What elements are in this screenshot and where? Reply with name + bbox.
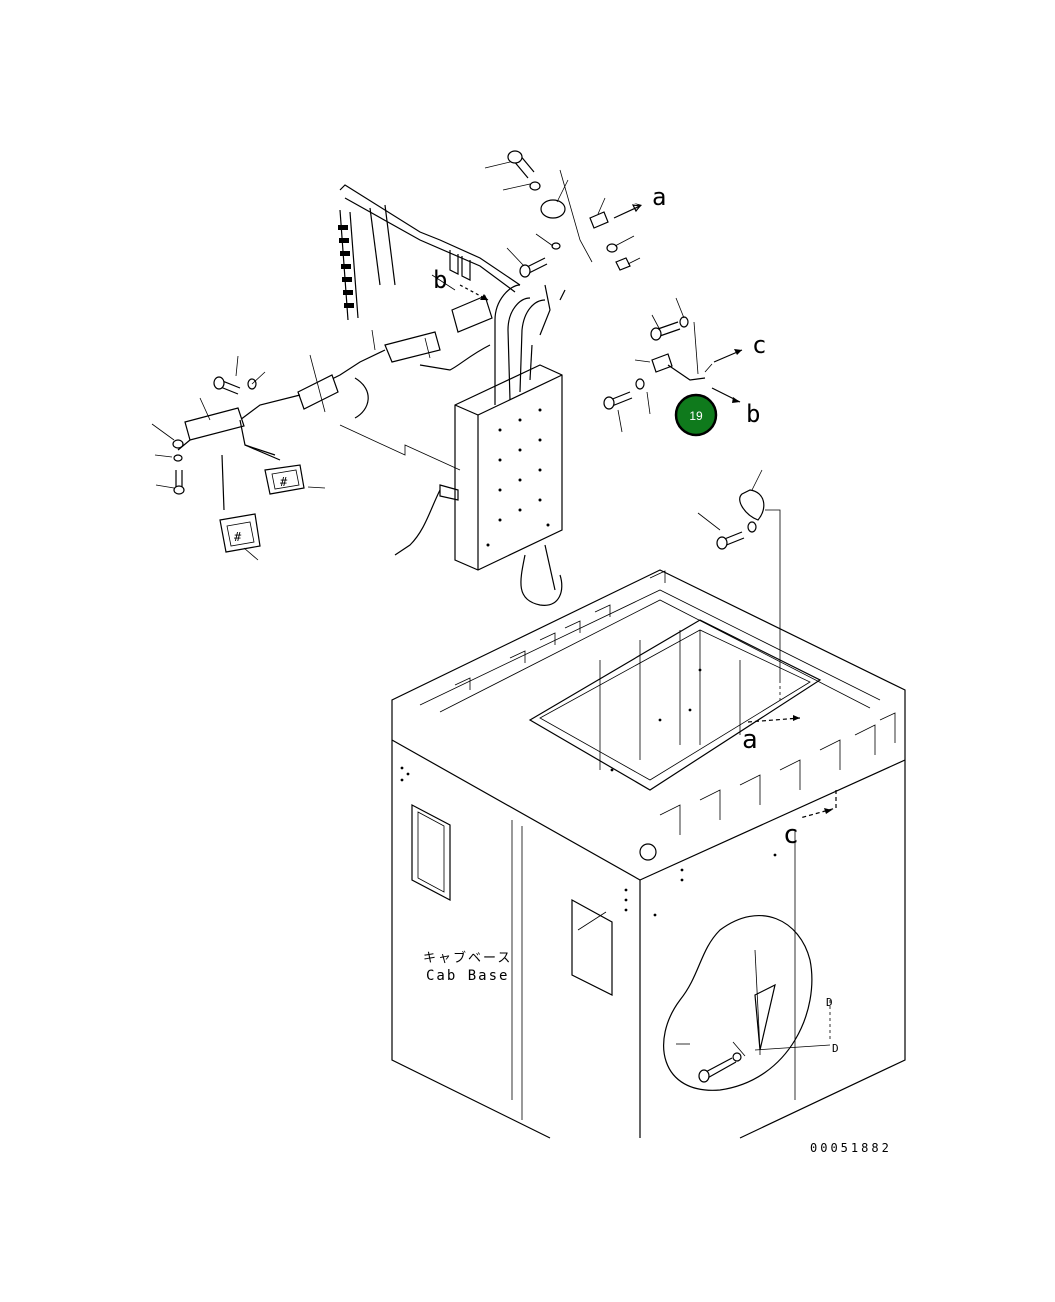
leader-lines [151,161,781,1057]
ref-label-b-left: b [433,266,447,294]
svg-text:#: # [280,475,288,489]
fasteners [172,150,765,550]
svg-text:#: # [234,530,242,544]
controller-unit [394,364,563,606]
wire-harness [177,184,546,511]
reference-letters: a b c b a c [433,183,799,850]
ref-label-a-cab: a [742,725,758,755]
reference-arrows [459,203,837,1040]
cab-base-japanese: キャブベース [423,950,512,966]
drawing-number: 00051882 [810,1141,892,1155]
callout-number: 19 [689,409,703,423]
work-lamps: # # [219,464,305,553]
side-mark-upper: D [826,996,833,1009]
ref-label-c-right: c [752,331,766,359]
cab-base-structure [391,569,906,1139]
callout-19[interactable]: 19 [674,393,718,437]
cab-base-label: キャブベース Cab Base [423,950,512,984]
ref-label-b-right: b [746,400,760,428]
ref-label-c-cab: c [783,820,799,850]
callout-circle [674,393,718,437]
ref-label-a-top: a [652,183,666,211]
side-mark-lower: D [832,1042,839,1055]
cab-base-english: Cab Base [426,968,509,984]
